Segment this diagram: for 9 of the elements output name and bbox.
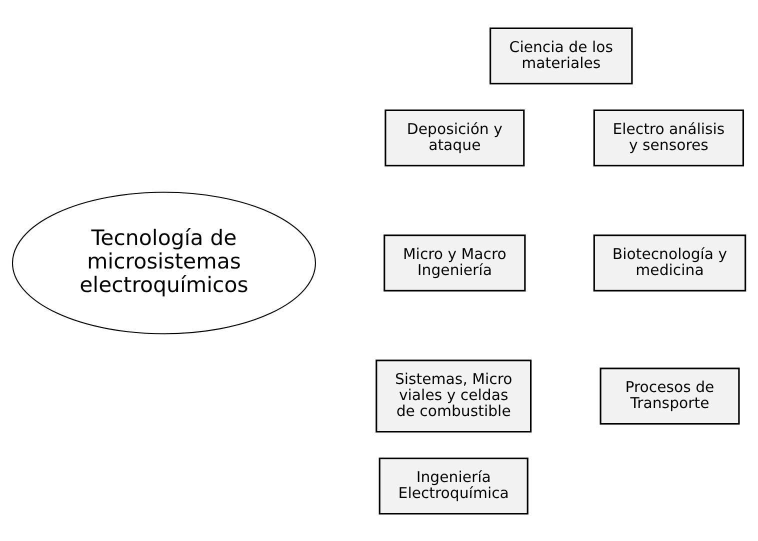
node-box: Electro análisis y sensores — [593, 108, 744, 166]
node-box: Procesos de Transporte — [600, 367, 740, 424]
node-box: Deposición y ataque — [384, 108, 525, 166]
node-ellipse: Tecnología de microsistemas electroquímicos — [12, 191, 316, 334]
node-box: Ingeniería Electroquímica — [378, 457, 528, 514]
node-box: Biotecnología y medicina — [593, 234, 746, 291]
node-box: Ciencia de los materiales — [490, 26, 633, 84]
node-box: Micro y Macro Ingeniería — [384, 234, 526, 291]
node-box: Sistemas, Micro viales y celdas de combustible — [376, 359, 532, 432]
